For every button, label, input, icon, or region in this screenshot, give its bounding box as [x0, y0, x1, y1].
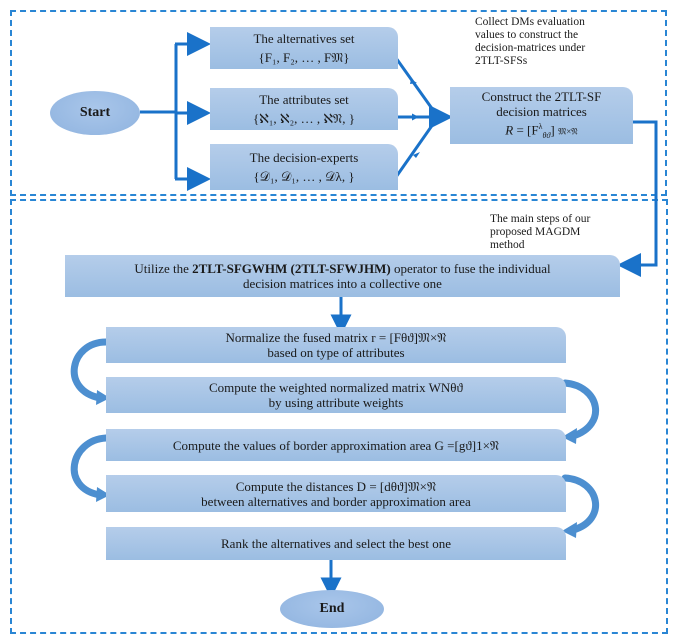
alternatives-title: The alternatives set: [253, 31, 355, 46]
decision-experts-box: The decision-experts {𝒟₁, 𝒟₁, … , 𝒟λ, }: [210, 144, 398, 190]
note-line: values to construct the: [475, 29, 579, 41]
start-label: Start: [79, 105, 111, 120]
collect-evaluation-note: Collect DMs evaluation values to constru…: [475, 16, 585, 68]
attributes-set: {ℵ₁, ℵ₂, … , ℵ𝔑, }: [252, 111, 356, 126]
normalize-step-box: Normalize the fused matrix r = [Fθϑ]𝔐×𝔑 …: [106, 327, 566, 363]
experts-title: The decision-experts: [249, 150, 359, 165]
end-node: End: [280, 590, 384, 628]
step-4-line-1: Compute the distances D = [dθϑ]𝔐×𝔑: [235, 478, 437, 494]
fuse-operator-name: 2TLT-SFGWHM (2TLT-SFWJHM): [192, 261, 391, 276]
note-line: 2TLT-SFSs: [475, 55, 528, 67]
step-1-line-2: based on type of attributes: [267, 345, 405, 360]
data-collection-frame: [10, 10, 667, 196]
construct-formula: R = [Fλθϑ] 𝔐×𝔑: [505, 121, 578, 140]
attributes-set-box: The attributes set {ℵ₁, ℵ₂, … , ℵ𝔑, }: [210, 88, 398, 130]
step-1-line-1: Normalize the fused matrix r = [Fθϑ]𝔐×𝔑: [225, 330, 447, 345]
alternatives-set: {F₁, F₂, … , F𝔐}: [258, 50, 350, 65]
note-line: method: [490, 239, 525, 251]
note-line: Collect DMs evaluation: [475, 16, 585, 28]
step-5-line-1: Rank the alternatives and select the bes…: [221, 536, 451, 551]
step-4-line-2: between alternatives and border approxim…: [201, 493, 471, 509]
border-area-step-box: Compute the values of border approximati…: [106, 429, 566, 461]
step-3-line-1: Compute the values of border approximati…: [172, 437, 500, 453]
fuse-line-2: decision matrices into a collective one: [243, 276, 442, 291]
construct-line-2: decision matrices: [496, 103, 587, 119]
step-2-line-2: by using attribute weights: [268, 395, 404, 410]
distances-step-box: Compute the distances D = [dθϑ]𝔐×𝔑 betwe…: [106, 475, 566, 512]
weighted-matrix-step-box: Compute the weighted normalized matrix W…: [106, 377, 566, 413]
main-steps-frame: [10, 199, 668, 634]
step-2-line-1: Compute the weighted normalized matrix W…: [209, 380, 463, 395]
alternatives-set-box: The alternatives set {F₁, F₂, … , F𝔐}: [210, 27, 398, 69]
note-line: The main steps of our: [490, 213, 591, 225]
fuse-suffix: operator to fuse the individual: [390, 261, 551, 276]
attributes-title: The attributes set: [259, 92, 349, 107]
fuse-line-1: Utilize the 2TLT-SFGWHM (2TLT-SFWJHM) op…: [134, 261, 550, 276]
note-line: decision-matrices under: [475, 42, 586, 54]
construct-line-1: Construct the 2TLT-SF: [481, 88, 602, 104]
end-label: End: [319, 601, 345, 616]
construct-matrices-box: Construct the 2TLT-SF decision matrices …: [450, 87, 633, 144]
start-node: Start: [50, 91, 140, 135]
experts-set: {𝒟₁, 𝒟₁, … , 𝒟λ, }: [253, 169, 355, 184]
main-steps-note: The main steps of our proposed MAGDM met…: [490, 213, 590, 252]
rank-step-box: Rank the alternatives and select the bes…: [106, 527, 566, 560]
fuse-operator-box: Utilize the 2TLT-SFGWHM (2TLT-SFWJHM) op…: [65, 255, 620, 297]
fuse-prefix: Utilize the: [134, 261, 193, 276]
note-line: proposed MAGDM: [490, 226, 581, 238]
